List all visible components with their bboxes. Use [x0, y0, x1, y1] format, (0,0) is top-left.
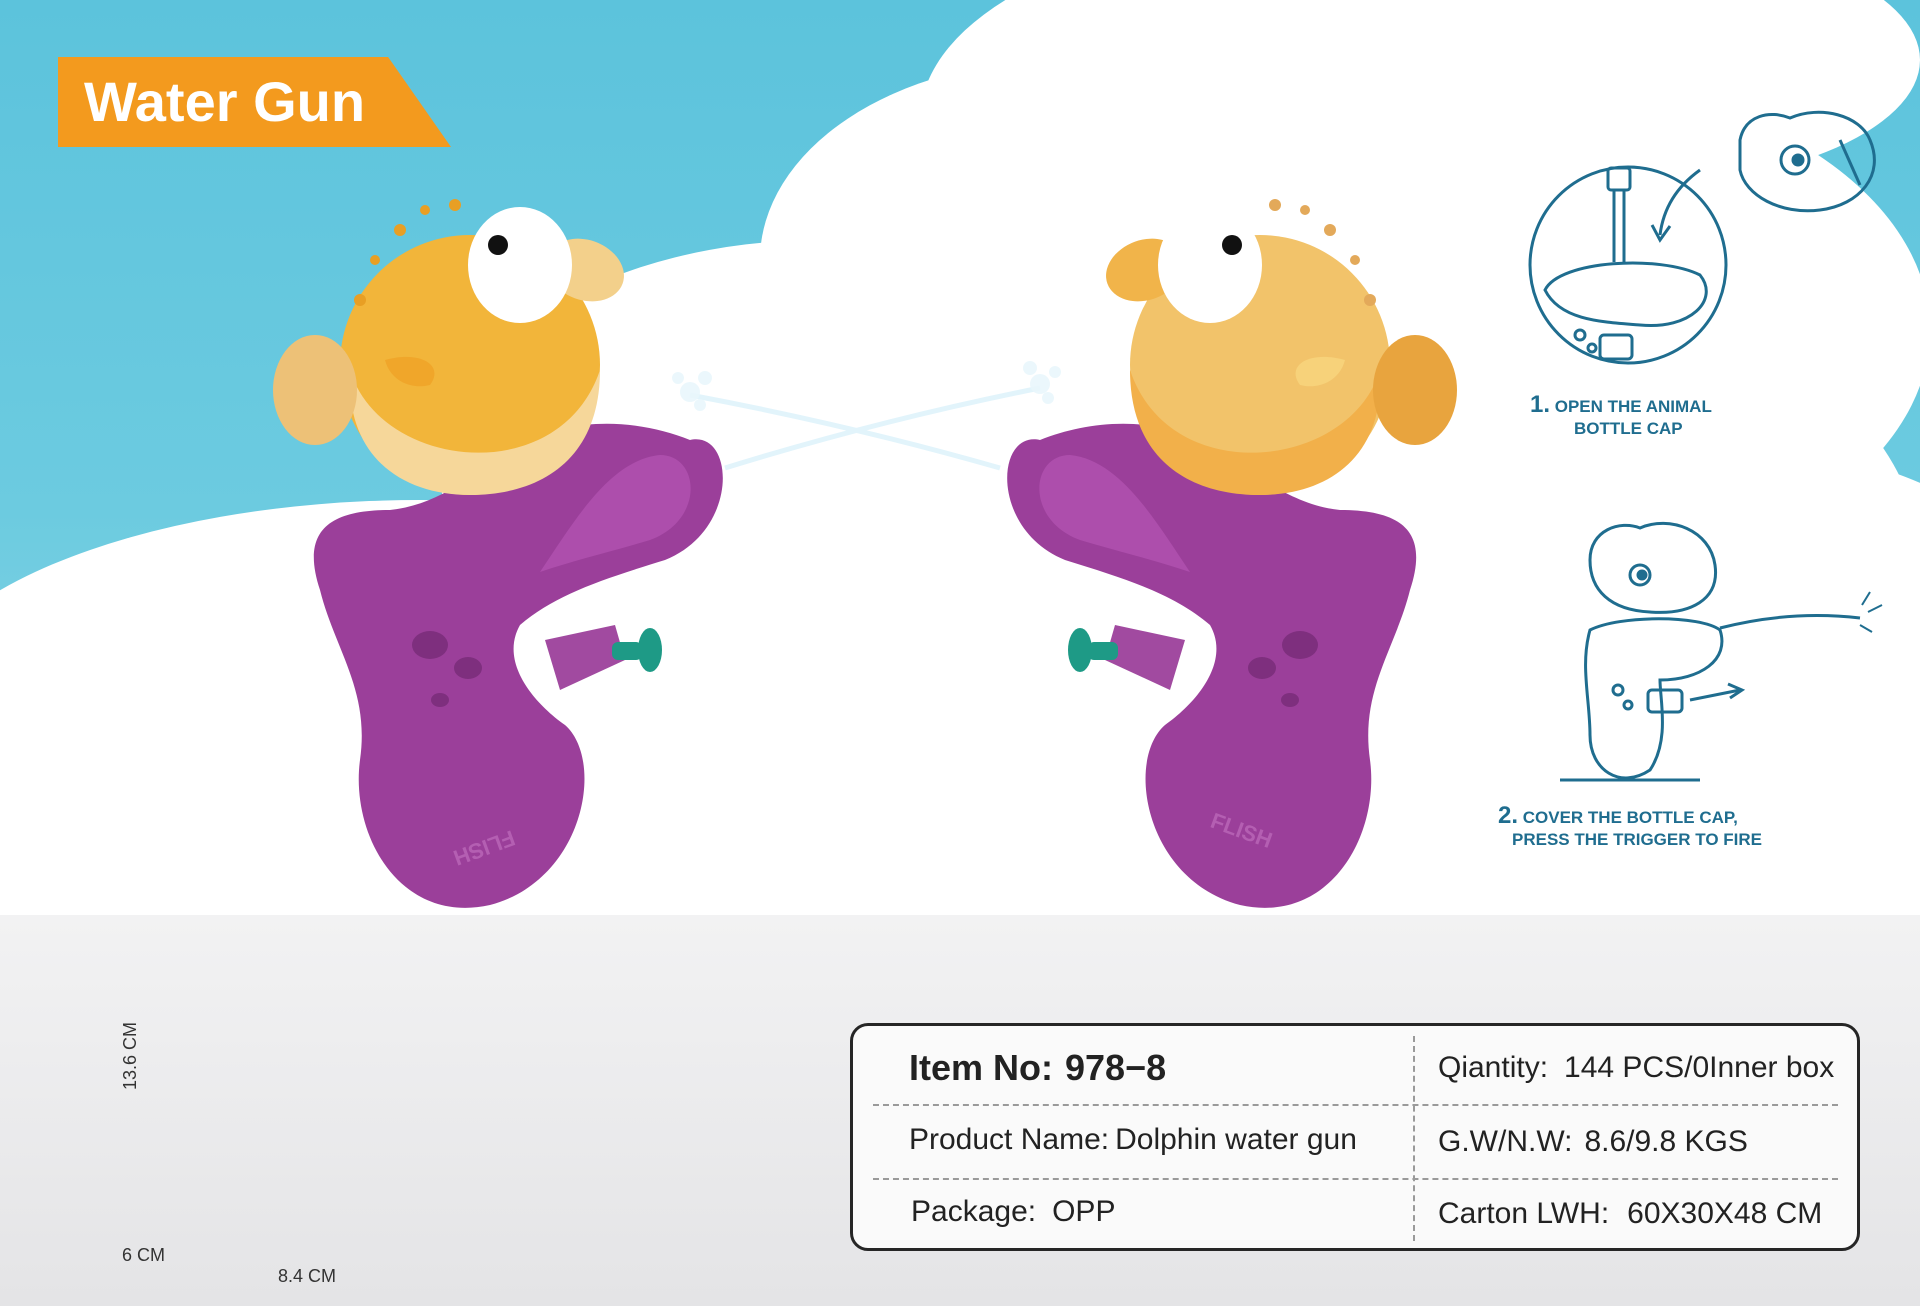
water-splash-right	[1023, 361, 1061, 404]
quantity-cell: Qiantity: 144 PCS/0Inner box	[1438, 1034, 1834, 1102]
water-splash-left	[672, 371, 712, 411]
quantity-value: 144 PCS/0Inner box	[1564, 1051, 1835, 1084]
step-2-line-2: PRESS THE TRIGGER TO FIRE	[1512, 830, 1762, 849]
item-no-label: Item No:	[909, 1047, 1053, 1088]
gross-net-weight-value: 8.6/9.8 KGS	[1584, 1125, 1748, 1158]
trigger-right	[1088, 642, 1118, 660]
left-water-gun	[273, 199, 723, 908]
carton-size-cell: Carton LWH: 60X30X48 CM	[1438, 1180, 1822, 1248]
title-tag: Water Gun	[58, 57, 451, 147]
step-1-text: 1. OPEN THE ANIMAL BOTTLE CAP	[1530, 391, 1712, 440]
water-stream	[689, 385, 1041, 471]
product-illustration: FLISH FLISH	[273, 110, 1883, 908]
table-divider	[873, 1178, 1838, 1180]
gross-net-weight-cell: G.W/N.W: 8.6/9.8 KGS	[1438, 1108, 1748, 1176]
table-divider	[873, 1104, 1838, 1106]
quantity-label: Qiantity:	[1438, 1051, 1549, 1084]
trigger-left	[612, 642, 642, 660]
gross-net-weight-label: G.W/N.W:	[1438, 1125, 1573, 1158]
table-divider	[1413, 1036, 1415, 1241]
step-1-number: 1.	[1530, 391, 1551, 418]
package-value: OPP	[1052, 1195, 1116, 1228]
step-1-line-1: OPEN THE ANIMAL	[1554, 397, 1712, 416]
product-name-label: Product Name:	[909, 1123, 1110, 1156]
step-2-line-1: COVER THE BOTTLE CAP,	[1522, 808, 1738, 827]
page-title: Water Gun	[84, 70, 366, 133]
package-label: Package:	[911, 1195, 1037, 1228]
product-info-table: Item No: 978−8 Product Name: Dolphin wat…	[850, 1023, 1860, 1251]
cloud-background	[0, 0, 1920, 930]
carton-size-value: 60X30X48 CM	[1627, 1197, 1823, 1230]
package-cell: Package: OPP	[911, 1178, 1115, 1246]
package-width-label: 8.4 CM	[278, 1266, 337, 1286]
step-1-line-2: BOTTLE CAP	[1574, 419, 1683, 438]
right-water-gun	[1007, 199, 1457, 908]
step-2-diagram	[1560, 521, 1883, 782]
product-name-value: Dolphin water gun	[1115, 1123, 1357, 1156]
step-2-number: 2.	[1498, 802, 1519, 829]
step-1-diagram	[1528, 110, 1876, 365]
item-no-value: 978−8	[1065, 1047, 1167, 1088]
carton-size-label: Carton LWH:	[1438, 1197, 1610, 1230]
item-no-cell: Item No: 978−8	[909, 1034, 1166, 1102]
package-depth-label: 6 CM	[122, 1245, 166, 1265]
package-height-label: 13.6 CM	[120, 1021, 140, 1090]
product-name-cell: Product Name: Dolphin water gun	[909, 1106, 1357, 1174]
step-2-text: 2. COVER THE BOTTLE CAP, PRESS THE TRIGG…	[1498, 802, 1762, 851]
